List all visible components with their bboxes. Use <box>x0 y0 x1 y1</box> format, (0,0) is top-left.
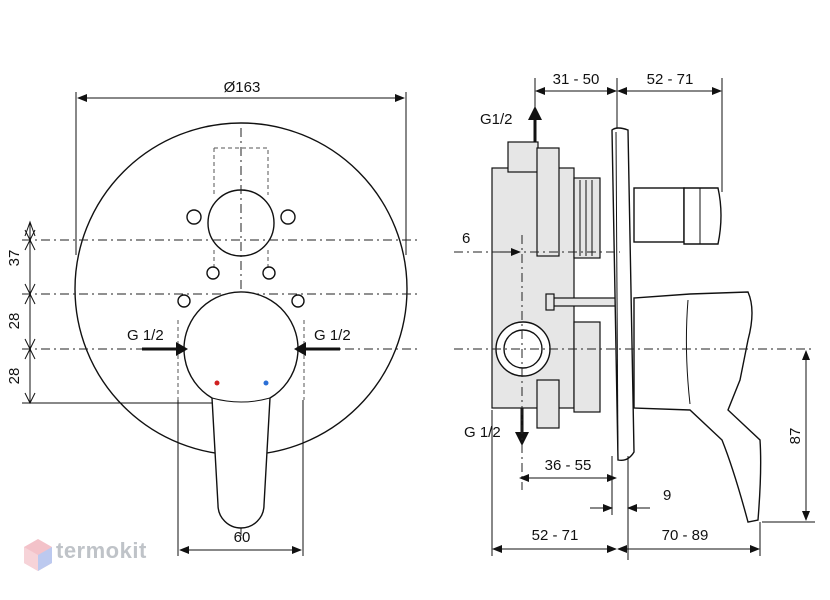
outlet-top-label: G1/2 <box>480 111 513 128</box>
lever-side-profile <box>633 291 762 523</box>
dim-6-label: 6 <box>462 230 470 247</box>
dim-28-lower-label: 28 <box>6 368 23 385</box>
screw-lug <box>280 209 296 225</box>
brand-name: termokit <box>56 538 147 563</box>
hot-indicator <box>214 380 220 386</box>
inlet-right-label: G 1/2 <box>314 327 351 344</box>
front-view: Ø163 37 28 28 <box>6 79 420 556</box>
outlet-bottom-label: G 1/2 <box>464 424 501 441</box>
mounting-bracket-bottom <box>536 379 560 429</box>
dim-36-55-label: 36 - 55 <box>545 457 592 474</box>
lever-transition <box>211 397 271 403</box>
fixing-screw <box>547 297 621 307</box>
cold-indicator <box>263 380 269 386</box>
screw-lug <box>186 209 202 225</box>
diameter-label: Ø163 <box>224 79 261 96</box>
screw-lug <box>291 294 305 308</box>
dim-52-71-bottom-label: 52 - 71 <box>532 527 579 544</box>
hidden-box-sides <box>177 320 305 400</box>
height-87-label: 87 <box>787 428 804 445</box>
dim-28-upper-label: 28 <box>6 313 23 330</box>
side-view: 31 - 50 52 - 71 G1/2 G 1/2 <box>454 71 815 560</box>
mounting-bracket-top <box>536 147 560 257</box>
fixing-screw-head <box>545 293 555 311</box>
top-outlet-stub <box>507 141 539 173</box>
arrowhead <box>24 338 36 360</box>
cartridge-stem-lower <box>573 321 601 413</box>
dim-37-label: 37 <box>6 250 23 267</box>
screw-lug <box>206 266 220 280</box>
screw-lug <box>177 294 191 308</box>
arrowhead <box>24 229 36 251</box>
outlet-top-arrowhead <box>528 106 542 120</box>
brand-logo-icon <box>24 539 52 571</box>
lever-handle <box>183 291 299 529</box>
inlet-arrow-left-head <box>176 342 188 356</box>
lever-width-label: 60 <box>234 529 251 546</box>
arrowhead <box>24 220 36 237</box>
plate-inner-edge <box>615 131 619 459</box>
inlet-left-label: G 1/2 <box>127 327 164 344</box>
dim-31-50-label: 31 - 50 <box>553 71 600 88</box>
dim-9-label: 9 <box>663 487 671 504</box>
arrowhead <box>24 392 36 405</box>
cartridge-stem <box>573 177 601 259</box>
screw-lug <box>262 266 276 280</box>
diverter-knob <box>683 187 722 245</box>
diverter-sleeve <box>633 187 685 243</box>
wall-plate <box>611 127 635 462</box>
dim-70-89-label: 70 - 89 <box>662 527 709 544</box>
arrowhead <box>24 283 36 305</box>
hidden-box-top <box>213 147 269 270</box>
side-inlet-inner <box>503 329 543 369</box>
lever-side-detail <box>685 299 691 405</box>
inlet-arrow-right-head <box>294 342 306 356</box>
dim-52-71-top-label: 52 - 71 <box>647 71 694 88</box>
